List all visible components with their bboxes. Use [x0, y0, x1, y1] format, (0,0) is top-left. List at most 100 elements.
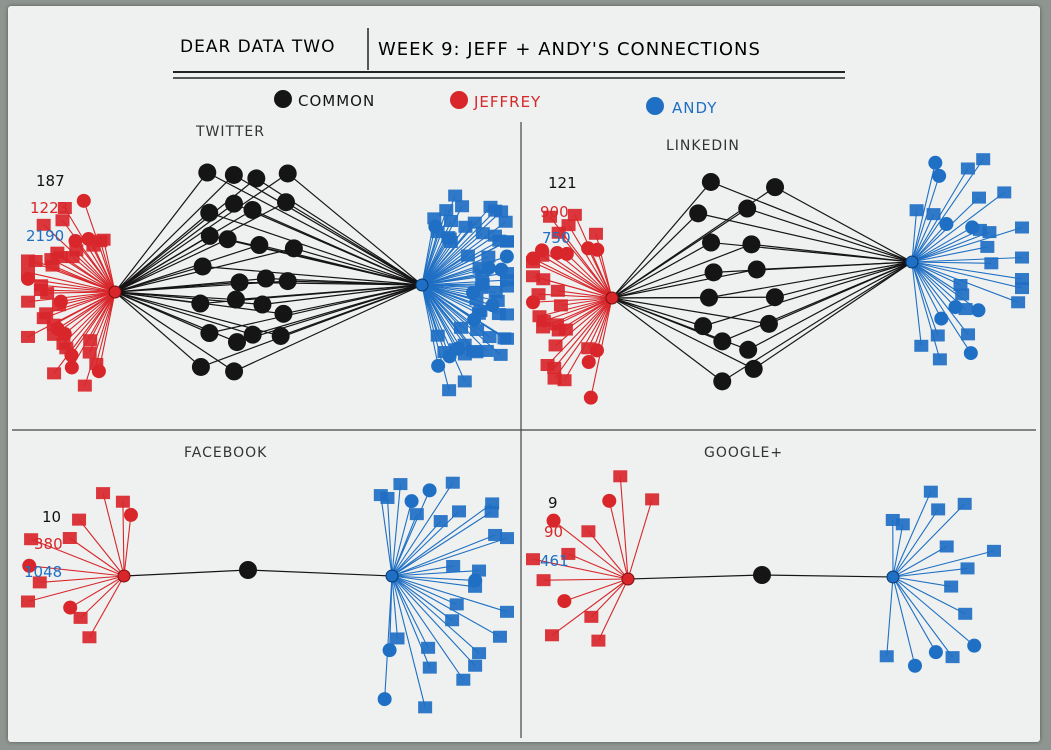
common-edge-jeffrey: [114, 291, 284, 315]
andy-node: [445, 614, 460, 627]
andy-edge: [391, 484, 401, 577]
andy-edge: [892, 509, 939, 578]
andy-edge: [391, 575, 476, 588]
andy-node: [484, 505, 499, 518]
legend-andy-label: ANDY: [672, 99, 717, 117]
andy-node: [926, 208, 941, 221]
andy-edge: [911, 261, 922, 346]
jeffrey-edge: [597, 578, 629, 641]
legend-jeffrey-label: JEFFREY: [473, 93, 541, 111]
andy-node: [497, 332, 512, 345]
andy-edge: [421, 284, 493, 306]
andy-node: [948, 300, 963, 315]
common-edge-jeffrey: [611, 208, 748, 299]
common-edge-andy: [774, 186, 913, 263]
jeffrey-hub: [605, 291, 619, 305]
jeffrey-edge: [88, 575, 125, 638]
andy-edge: [421, 232, 484, 286]
andy-node: [923, 485, 938, 498]
jeffrey-node: [96, 487, 111, 500]
jeffrey-node: [535, 243, 550, 258]
andy-node: [443, 236, 458, 249]
jeffrey-edge: [564, 578, 629, 602]
common-node: [739, 340, 758, 359]
jeffrey-edge: [538, 293, 613, 299]
jeffrey-edge: [542, 255, 613, 299]
facebook-jeffrey-count: 380: [34, 535, 63, 553]
common-node: [702, 233, 721, 252]
jeffrey-edge: [52, 265, 116, 293]
jeffrey-edge: [555, 297, 613, 346]
andy-node: [934, 311, 949, 326]
common-edge-jeffrey: [114, 172, 208, 293]
andy-node: [421, 641, 436, 654]
andy-node: [494, 205, 509, 218]
jeffrey-edge: [553, 297, 613, 369]
common-node: [278, 272, 297, 291]
andy-node: [452, 505, 467, 518]
andy-edge: [886, 576, 894, 657]
googleplus-jeffrey-count: 90: [544, 523, 563, 541]
jeffrey-node: [55, 214, 70, 227]
andy-node: [955, 288, 970, 301]
jeffrey-edge: [75, 249, 116, 293]
andy-edge: [391, 575, 429, 649]
jeffrey-node: [24, 533, 39, 546]
andy-node: [481, 250, 496, 263]
common-edge-jeffrey: [114, 291, 238, 343]
jeffrey-edge: [557, 290, 613, 299]
andy-node: [932, 168, 947, 183]
jeffrey-edge: [539, 297, 613, 317]
common-edge-jeffrey: [611, 271, 714, 299]
andy-node: [1015, 221, 1029, 234]
common-edge-andy: [233, 174, 423, 286]
jeffrey-edge: [122, 501, 125, 577]
common-edge-jeffrey: [114, 235, 211, 293]
common-node: [713, 372, 732, 391]
andy-edge: [421, 226, 466, 286]
andy-edge: [911, 256, 1023, 263]
jeffrey-node: [581, 525, 596, 538]
andy-edge: [391, 575, 399, 639]
jeffrey-node: [553, 299, 568, 312]
jeffrey-node: [123, 507, 138, 522]
andy-node: [493, 348, 508, 361]
andy-edge: [911, 261, 1023, 289]
jeffrey-node: [64, 360, 79, 375]
common-edge-andy: [293, 247, 423, 286]
facebook-andy-count: 1048: [24, 563, 62, 581]
jeffrey-node: [536, 273, 551, 286]
common-node: [198, 163, 217, 182]
andy-edge: [911, 261, 963, 295]
andy-node: [446, 559, 461, 572]
andy-edge: [911, 226, 1023, 263]
jeffrey-node: [36, 218, 51, 231]
jeffrey-edge: [568, 553, 629, 580]
jeffrey-edge: [27, 291, 116, 338]
jeffrey-edge: [62, 219, 116, 293]
jeffrey-edge: [99, 241, 116, 293]
andy-edge: [911, 261, 956, 308]
jeffrey-edge: [102, 492, 125, 577]
jeffrey-node: [76, 193, 91, 208]
jeffrey-edge: [103, 239, 116, 293]
legend-jeffrey-dot: [450, 91, 468, 109]
common-edge-jeffrey: [611, 297, 723, 382]
jeffrey-node: [47, 367, 62, 380]
common-edge-jeffrey: [114, 203, 235, 293]
common-node: [224, 165, 243, 184]
common-node: [284, 239, 303, 258]
common-edge-andy: [209, 212, 423, 286]
common-edge-andy: [698, 212, 913, 263]
jeffrey-edge: [542, 297, 613, 328]
andy-edge: [391, 502, 493, 577]
legend-common-dot: [274, 90, 292, 108]
andy-node: [445, 476, 460, 489]
andy-edge: [892, 546, 947, 578]
panel-googleplus-title: GOOGLE+: [704, 445, 783, 461]
jeffrey-edge: [69, 575, 125, 609]
common-edge-jeffrey: [123, 569, 249, 577]
jeffrey-edge: [627, 499, 653, 580]
andy-node: [393, 478, 408, 491]
